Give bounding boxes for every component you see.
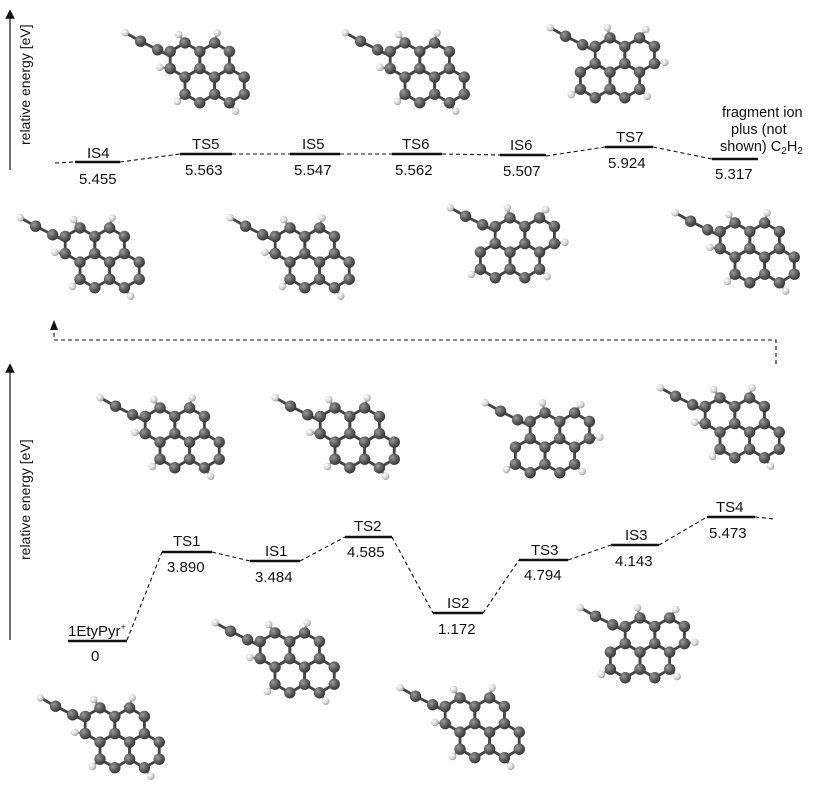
fragment-note-line1: fragment ion bbox=[722, 105, 803, 121]
level-energy-ts3: 4.794 bbox=[524, 567, 562, 584]
level-name-reactant: 1EtyPyr+ bbox=[68, 622, 126, 640]
level-name-ts3: TS3 bbox=[531, 542, 559, 559]
level-energy-ts7: 5.924 bbox=[608, 155, 646, 172]
panel-link-arrowhead bbox=[50, 320, 58, 330]
level-name-ts5: TS5 bbox=[192, 136, 220, 153]
molecule-icon bbox=[96, 393, 225, 480]
fragment-note-line3: shown) C2H2 bbox=[720, 139, 803, 157]
level-energy-reactant: 0 bbox=[91, 648, 99, 665]
level-energy-is4: 5.455 bbox=[79, 171, 117, 188]
level-energy-product: 5.317 bbox=[715, 166, 753, 183]
level-name-is6: IS6 bbox=[510, 137, 533, 154]
level-energy-ts2: 4.585 bbox=[347, 544, 385, 561]
level-name-ts2: TS2 bbox=[354, 518, 382, 535]
level-name-is3: IS3 bbox=[625, 527, 648, 544]
bottom-connector bbox=[126, 516, 776, 641]
level-energy-is6: 5.507 bbox=[503, 163, 541, 180]
level-name-is1: IS1 bbox=[265, 543, 288, 560]
level-energy-ts1: 3.890 bbox=[167, 559, 205, 576]
level-name-ts7: TS7 bbox=[616, 129, 644, 146]
molecule-icon bbox=[396, 683, 525, 770]
level-energy-is1: 3.484 bbox=[255, 569, 293, 586]
bottom-levels: 1EtyPyr+ 0 TS1 3.890 IS1 3.484 TS2 4.585… bbox=[68, 499, 776, 665]
molecule-icon bbox=[271, 393, 400, 480]
bottom-axis-label: relative energy [eV] bbox=[17, 439, 33, 560]
panel-link-arrow bbox=[53, 326, 777, 364]
molecule-structures bbox=[16, 23, 800, 780]
level-energy-ts6: 5.562 bbox=[395, 162, 433, 179]
molecule-icon bbox=[121, 28, 250, 115]
fragment-note-line2: plus (not bbox=[731, 122, 787, 138]
level-name-ts4: TS4 bbox=[716, 499, 744, 516]
molecule-icon bbox=[576, 603, 699, 684]
top-connector bbox=[54, 146, 713, 164]
level-energy-ts5: 5.563 bbox=[185, 162, 223, 179]
molecule-icon bbox=[211, 618, 340, 705]
molecule-icon bbox=[446, 203, 569, 284]
molecule-icon bbox=[481, 398, 604, 479]
top-levels: IS4 5.455 TS5 5.563 IS5 5.547 TS6 5.562 … bbox=[54, 105, 803, 188]
level-name-is2: IS2 bbox=[447, 595, 470, 612]
level-energy-is5: 5.547 bbox=[294, 162, 332, 179]
level-energy-is3: 4.143 bbox=[615, 553, 653, 570]
level-energy-is2: 1.172 bbox=[438, 621, 476, 638]
level-name-is5: IS5 bbox=[302, 136, 325, 153]
top-axis-label: relative energy [eV] bbox=[17, 24, 33, 145]
level-name-ts1: TS1 bbox=[173, 533, 201, 550]
level-name-ts6: TS6 bbox=[402, 136, 430, 153]
molecule-icon bbox=[671, 208, 800, 295]
molecule-icon bbox=[546, 23, 669, 104]
molecule-icon bbox=[16, 213, 145, 300]
molecule-icon bbox=[226, 213, 355, 300]
molecule-icon bbox=[656, 383, 785, 470]
molecule-icon bbox=[36, 693, 165, 780]
level-name-is4: IS4 bbox=[87, 145, 110, 162]
level-energy-ts4: 5.473 bbox=[709, 525, 747, 542]
molecule-icon bbox=[341, 28, 470, 115]
